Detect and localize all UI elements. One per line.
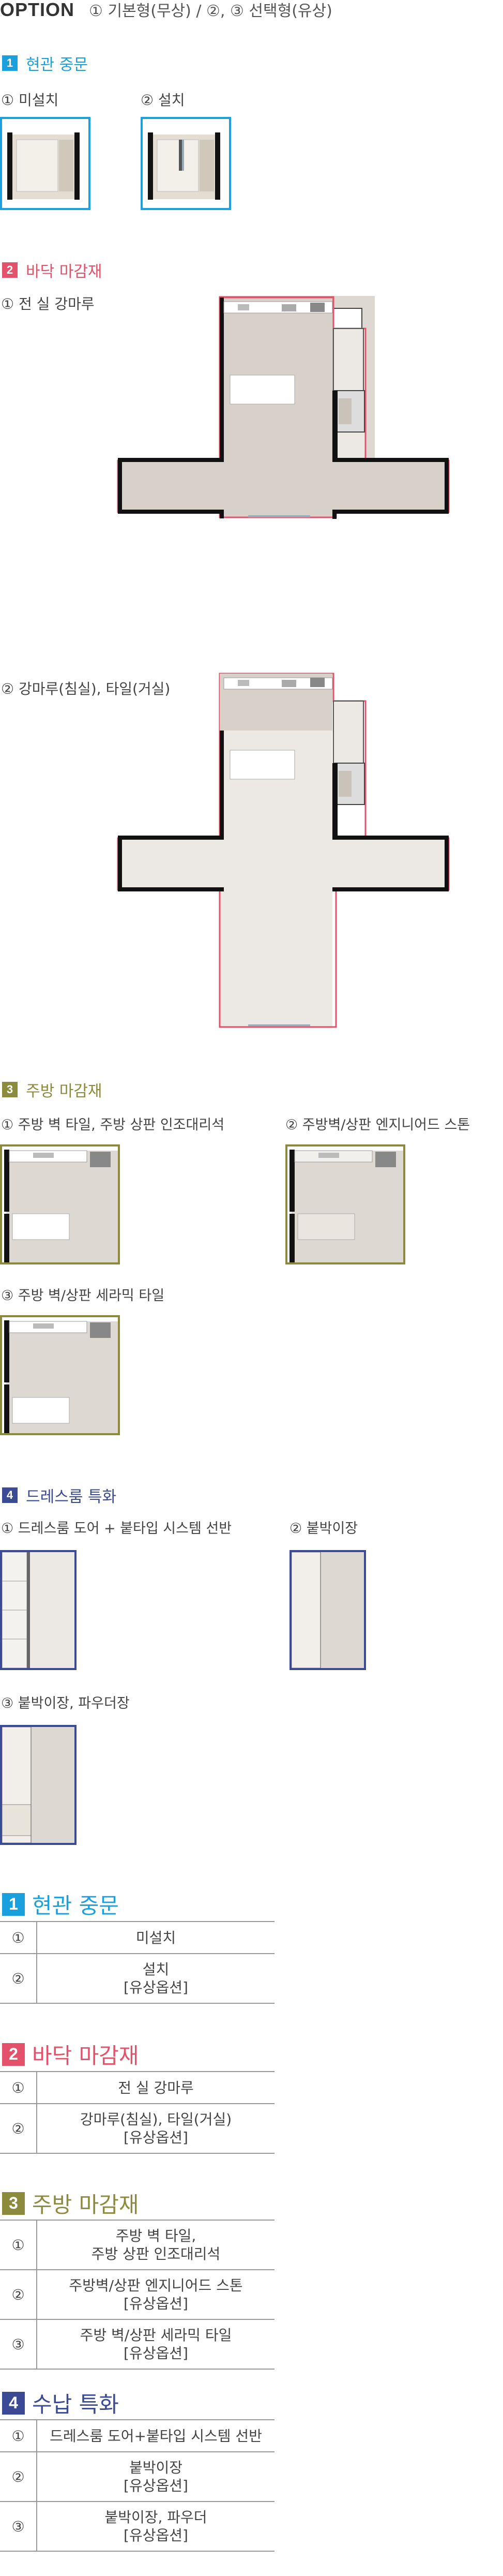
row-number: ① [0, 1922, 37, 1954]
table-row: ③ 붙박이장, 파우더 [유상옵션] [0, 2501, 275, 2551]
table-row: ① 미설치 [0, 1922, 275, 1954]
kitchen-plan-image [2, 1317, 118, 1433]
section-floor-finish: 2 바닥 마감재 [2, 259, 102, 281]
option-label: ② 붙박이장 [289, 1521, 358, 1537]
section-number: 2 [2, 2043, 25, 2066]
table-row: ① 드레스룸 도어+붙타입 시스템 선반 [0, 2420, 275, 2452]
section-kitchen-finish: 3 주방 마감재 [2, 1078, 102, 1101]
page-title: OPTION [0, 0, 75, 20]
option-label: ② 설치 [141, 92, 185, 109]
option-floorplan-all-wood[interactable] [114, 293, 455, 510]
option-label: ② 주방벽/상판 엔지니어드 스톤 [285, 1117, 470, 1133]
page-subtitle: ① 기본형(무상) / ②, ③ 선택형(유상) [89, 2, 332, 20]
section-title: 현관 중문 [32, 1893, 119, 1918]
dressroom-plan-image [2, 1552, 74, 1668]
options-table-kitchen: ① 주방 벽 타일, 주방 상판 인조대리석 ② 주방벽/상판 엔지니어드 스톤… [0, 2220, 275, 2370]
table-row: ③ 주방 벽/상판 세라믹 타일 [유상옵션] [0, 2319, 275, 2369]
section-title: 주방 마감재 [26, 1082, 102, 1100]
floorplan-2-image [117, 673, 450, 1028]
section-title: 드레스룸 특화 [26, 1488, 117, 1506]
entrance-plan-image [143, 119, 229, 208]
section-number: 2 [2, 262, 18, 278]
row-number: ② [0, 2104, 37, 2153]
section-number: 3 [2, 1082, 18, 1097]
option-thumbnail-kitchen-3[interactable] [0, 1315, 120, 1435]
section-title: 현관 중문 [26, 56, 88, 74]
floorplan-2[interactable] [0, 662, 503, 1035]
table-row: ① 주방 벽 타일, 주방 상판 인조대리석 [0, 2220, 275, 2270]
table-row: ② 주방벽/상판 엔지니어드 스톤 [유상옵션] [0, 2270, 275, 2319]
section-entrance-door: 1 현관 중문 [2, 52, 88, 75]
kitchen-plan-image [287, 1146, 403, 1262]
option-label: ② 강마루(침실), 타일(거실) [1, 680, 171, 697]
option-label: ① 주방 벽 타일, 주방 상판 인조대리석 [1, 1117, 225, 1133]
option-label: ① 미설치 [1, 92, 59, 109]
table-row: ② 강마루(침실), 타일(거실) [유상옵션] [0, 2104, 275, 2153]
table-section-title: 3 주방 마감재 [2, 2187, 139, 2219]
section-number: 3 [2, 2192, 25, 2215]
option-thumbnail-kitchen-2[interactable] [285, 1144, 405, 1264]
row-text: 전 실 강마루 [118, 2079, 194, 2096]
kitchen-plan-image [2, 1146, 118, 1262]
row-number: ③ [0, 2319, 37, 2369]
section-title: 주방 마감재 [32, 2192, 139, 2217]
option-label: ① 전 실 강마루 [1, 295, 95, 312]
row-text: 붙박이장 [유상옵션] [124, 2459, 188, 2494]
section-dressroom: 4 드레스룸 특화 [2, 1484, 116, 1507]
entrance-plan-image [2, 119, 88, 208]
section-title: 바닥 마감재 [26, 263, 102, 281]
row-text: 미설치 [135, 1929, 176, 1946]
section-number: 4 [2, 2391, 25, 2415]
table-section-title: 2 바닥 마감재 [2, 2038, 139, 2070]
options-table-entrance: ① 미설치 ② 설치 [유상옵션] [0, 1921, 275, 2004]
row-number: ① [0, 2072, 37, 2104]
option-label: ③ 주방 벽/상판 세라믹 타일 [1, 1288, 165, 1304]
table-section-title: 1 현관 중문 [2, 1888, 119, 1920]
page-header: OPTION ① 기본형(무상) / ②, ③ 선택형(유상) [0, 0, 332, 21]
row-text: 강마루(침실), 타일(거실) [유상옵션] [80, 2111, 232, 2146]
table-row: ② 붙박이장 [유상옵션] [0, 2452, 275, 2501]
row-number: ① [0, 2220, 37, 2270]
table-row: ① 전 실 강마루 [0, 2072, 275, 2104]
row-text: 주방벽/상판 엔지니어드 스톤 [유상옵션] [69, 2277, 243, 2312]
option-thumbnail-dressroom-3[interactable] [0, 1725, 77, 1845]
row-number: ② [0, 1954, 37, 2003]
row-text: 붙박이장, 파우더 [유상옵션] [104, 2509, 207, 2544]
row-number: ② [0, 2270, 37, 2319]
section-title: 바닥 마감재 [32, 2043, 139, 2068]
row-number: ② [0, 2452, 37, 2501]
row-text: 주방 벽 타일, 주방 상판 인조대리석 [91, 2227, 221, 2262]
option-thumbnail-dressroom-1[interactable] [0, 1550, 77, 1670]
options-table-storage: ① 드레스룸 도어+붙타입 시스템 선반 ② 붙박이장 [유상옵션] ③ 붙박이… [0, 2419, 275, 2552]
dressroom-plan-image [292, 1552, 364, 1668]
section-number: 1 [2, 1893, 25, 1916]
section-number: 1 [2, 55, 18, 71]
table-section-title: 4 수납 특화 [2, 2387, 119, 2419]
section-title: 수납 특화 [32, 2392, 119, 2417]
option-thumbnail-door-installed[interactable] [141, 117, 231, 210]
option-label: ③ 붙박이장, 파우더장 [1, 1695, 130, 1711]
row-text: 드레스룸 도어+붙타입 시스템 선반 [50, 2427, 262, 2445]
option-label: ① 드레스룸 도어 + 붙타입 시스템 선반 [1, 1521, 232, 1537]
row-number: ① [0, 2420, 37, 2452]
floorplan-image [219, 296, 375, 462]
option-thumbnail-kitchen-1[interactable] [0, 1144, 120, 1264]
option-thumbnail-dressroom-2[interactable] [289, 1550, 366, 1670]
row-text: 설치 [유상옵션] [124, 1961, 188, 1996]
dressroom-plan-image [2, 1727, 74, 1843]
options-table-floor: ① 전 실 강마루 ② 강마루(침실), 타일(거실) [유상옵션] [0, 2071, 275, 2154]
row-number: ③ [0, 2501, 37, 2551]
table-row: ② 설치 [유상옵션] [0, 1954, 275, 2003]
option-thumbnail-no-door[interactable] [0, 117, 90, 210]
section-number: 4 [2, 1487, 18, 1503]
row-text: 주방 벽/상판 세라믹 타일 [유상옵션] [80, 2327, 232, 2362]
